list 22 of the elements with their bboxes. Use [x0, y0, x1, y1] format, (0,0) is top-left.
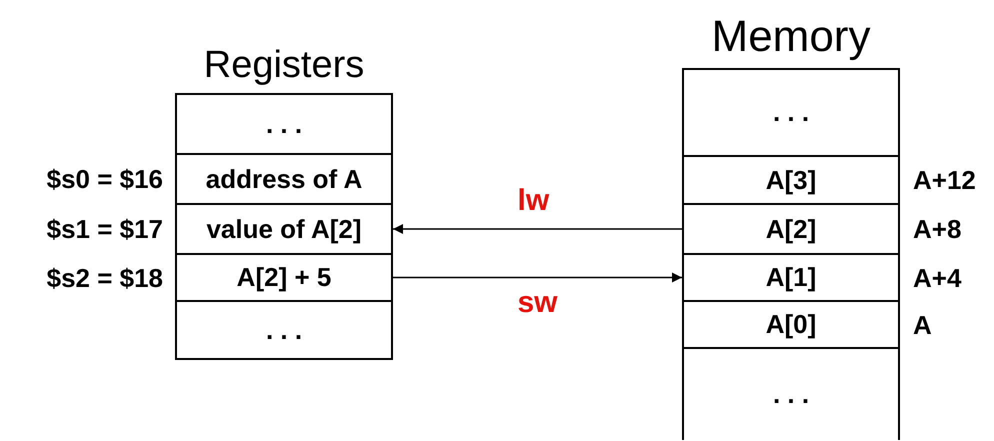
memory-cell: . . .: [175, 300, 393, 360]
memory-cell: . . .: [682, 347, 900, 440]
address-label: A+4: [913, 262, 962, 292]
address-label: A: [913, 310, 932, 340]
arrow: [393, 272, 682, 282]
address-label: A+12: [913, 165, 976, 195]
memory-cell: value of A[2]: [175, 203, 393, 255]
column-title: Memory: [710, 11, 872, 63]
memory-cell: . . .: [175, 93, 393, 155]
memory-cell: A[3]: [682, 155, 900, 205]
register-name: $s1 = $17: [46, 214, 163, 244]
column-title: Registers: [202, 43, 366, 88]
address-label: A+8: [913, 214, 962, 244]
memory-cell: A[2]: [682, 203, 900, 255]
arrow: [393, 224, 682, 234]
memory-cell: A[0]: [682, 300, 900, 349]
register-name: $s2 = $18: [46, 262, 163, 292]
register-name: $s0 = $16: [46, 164, 163, 194]
memory-cell: address of A: [175, 153, 393, 205]
memory-cell: A[2] + 5: [175, 253, 393, 302]
memory-cell: . . .: [682, 68, 900, 157]
memory-cell: A[1]: [682, 253, 900, 302]
